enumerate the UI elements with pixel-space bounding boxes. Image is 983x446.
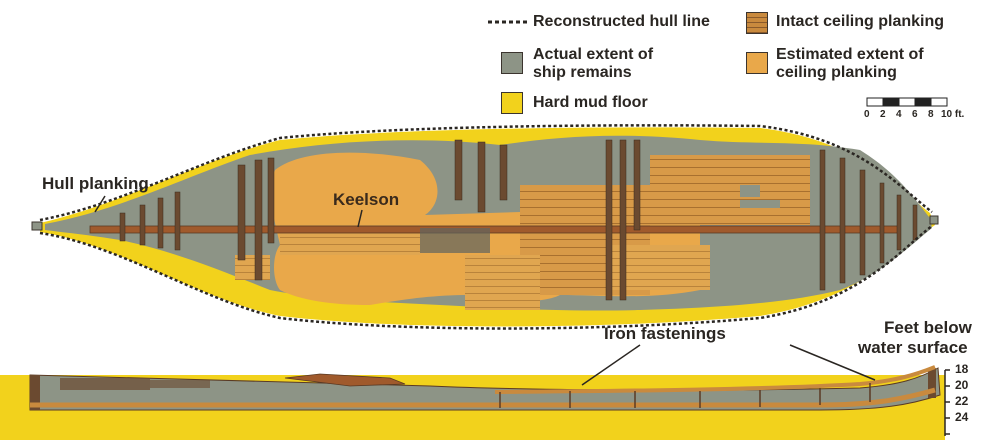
- depth-tick-22: 22: [955, 394, 969, 408]
- depth-tick-24: 24: [955, 410, 969, 424]
- legend-estimated-extent-line1: Estimated extent of: [776, 46, 924, 63]
- depth-tick-20: 20: [955, 378, 969, 392]
- scale-tick-4: 4: [896, 109, 902, 120]
- legend-intact-ceiling: Intact ceiling planking: [776, 13, 945, 30]
- label-iron-fastenings: Iron fastenings: [604, 324, 726, 343]
- legend-hard-mud-floor: Hard mud floor: [533, 94, 648, 111]
- legend-swatch-estimated-ceiling: [746, 52, 768, 74]
- scale-tick-10: 10 ft.: [941, 109, 965, 120]
- scale-tick-2: 2: [880, 109, 886, 120]
- legend-actual-extent-line2: ship remains: [533, 64, 632, 81]
- scale-tick-8: 8: [928, 109, 934, 120]
- label-hull-planking: Hull planking: [42, 174, 149, 193]
- depth-tick-18: 18: [955, 362, 969, 376]
- label-feet-below-line2: water surface: [858, 338, 968, 357]
- legend-swatch-mud-floor: [501, 92, 523, 114]
- label-feet-below-line1: Feet below: [884, 318, 972, 337]
- legend-actual-extent-line1: Actual extent of: [533, 46, 654, 63]
- legend-estimated-extent-line2: ceiling planking: [776, 64, 897, 81]
- scale-tick-6: 6: [912, 109, 918, 120]
- legend-reconstructed-hull-line: Reconstructed hull line: [533, 13, 710, 30]
- label-keelson: Keelson: [333, 190, 400, 209]
- legend-swatch-intact-ceiling: [746, 12, 768, 34]
- legend-swatch-ship-remains: [501, 52, 523, 74]
- scale-tick-0: 0: [864, 109, 870, 120]
